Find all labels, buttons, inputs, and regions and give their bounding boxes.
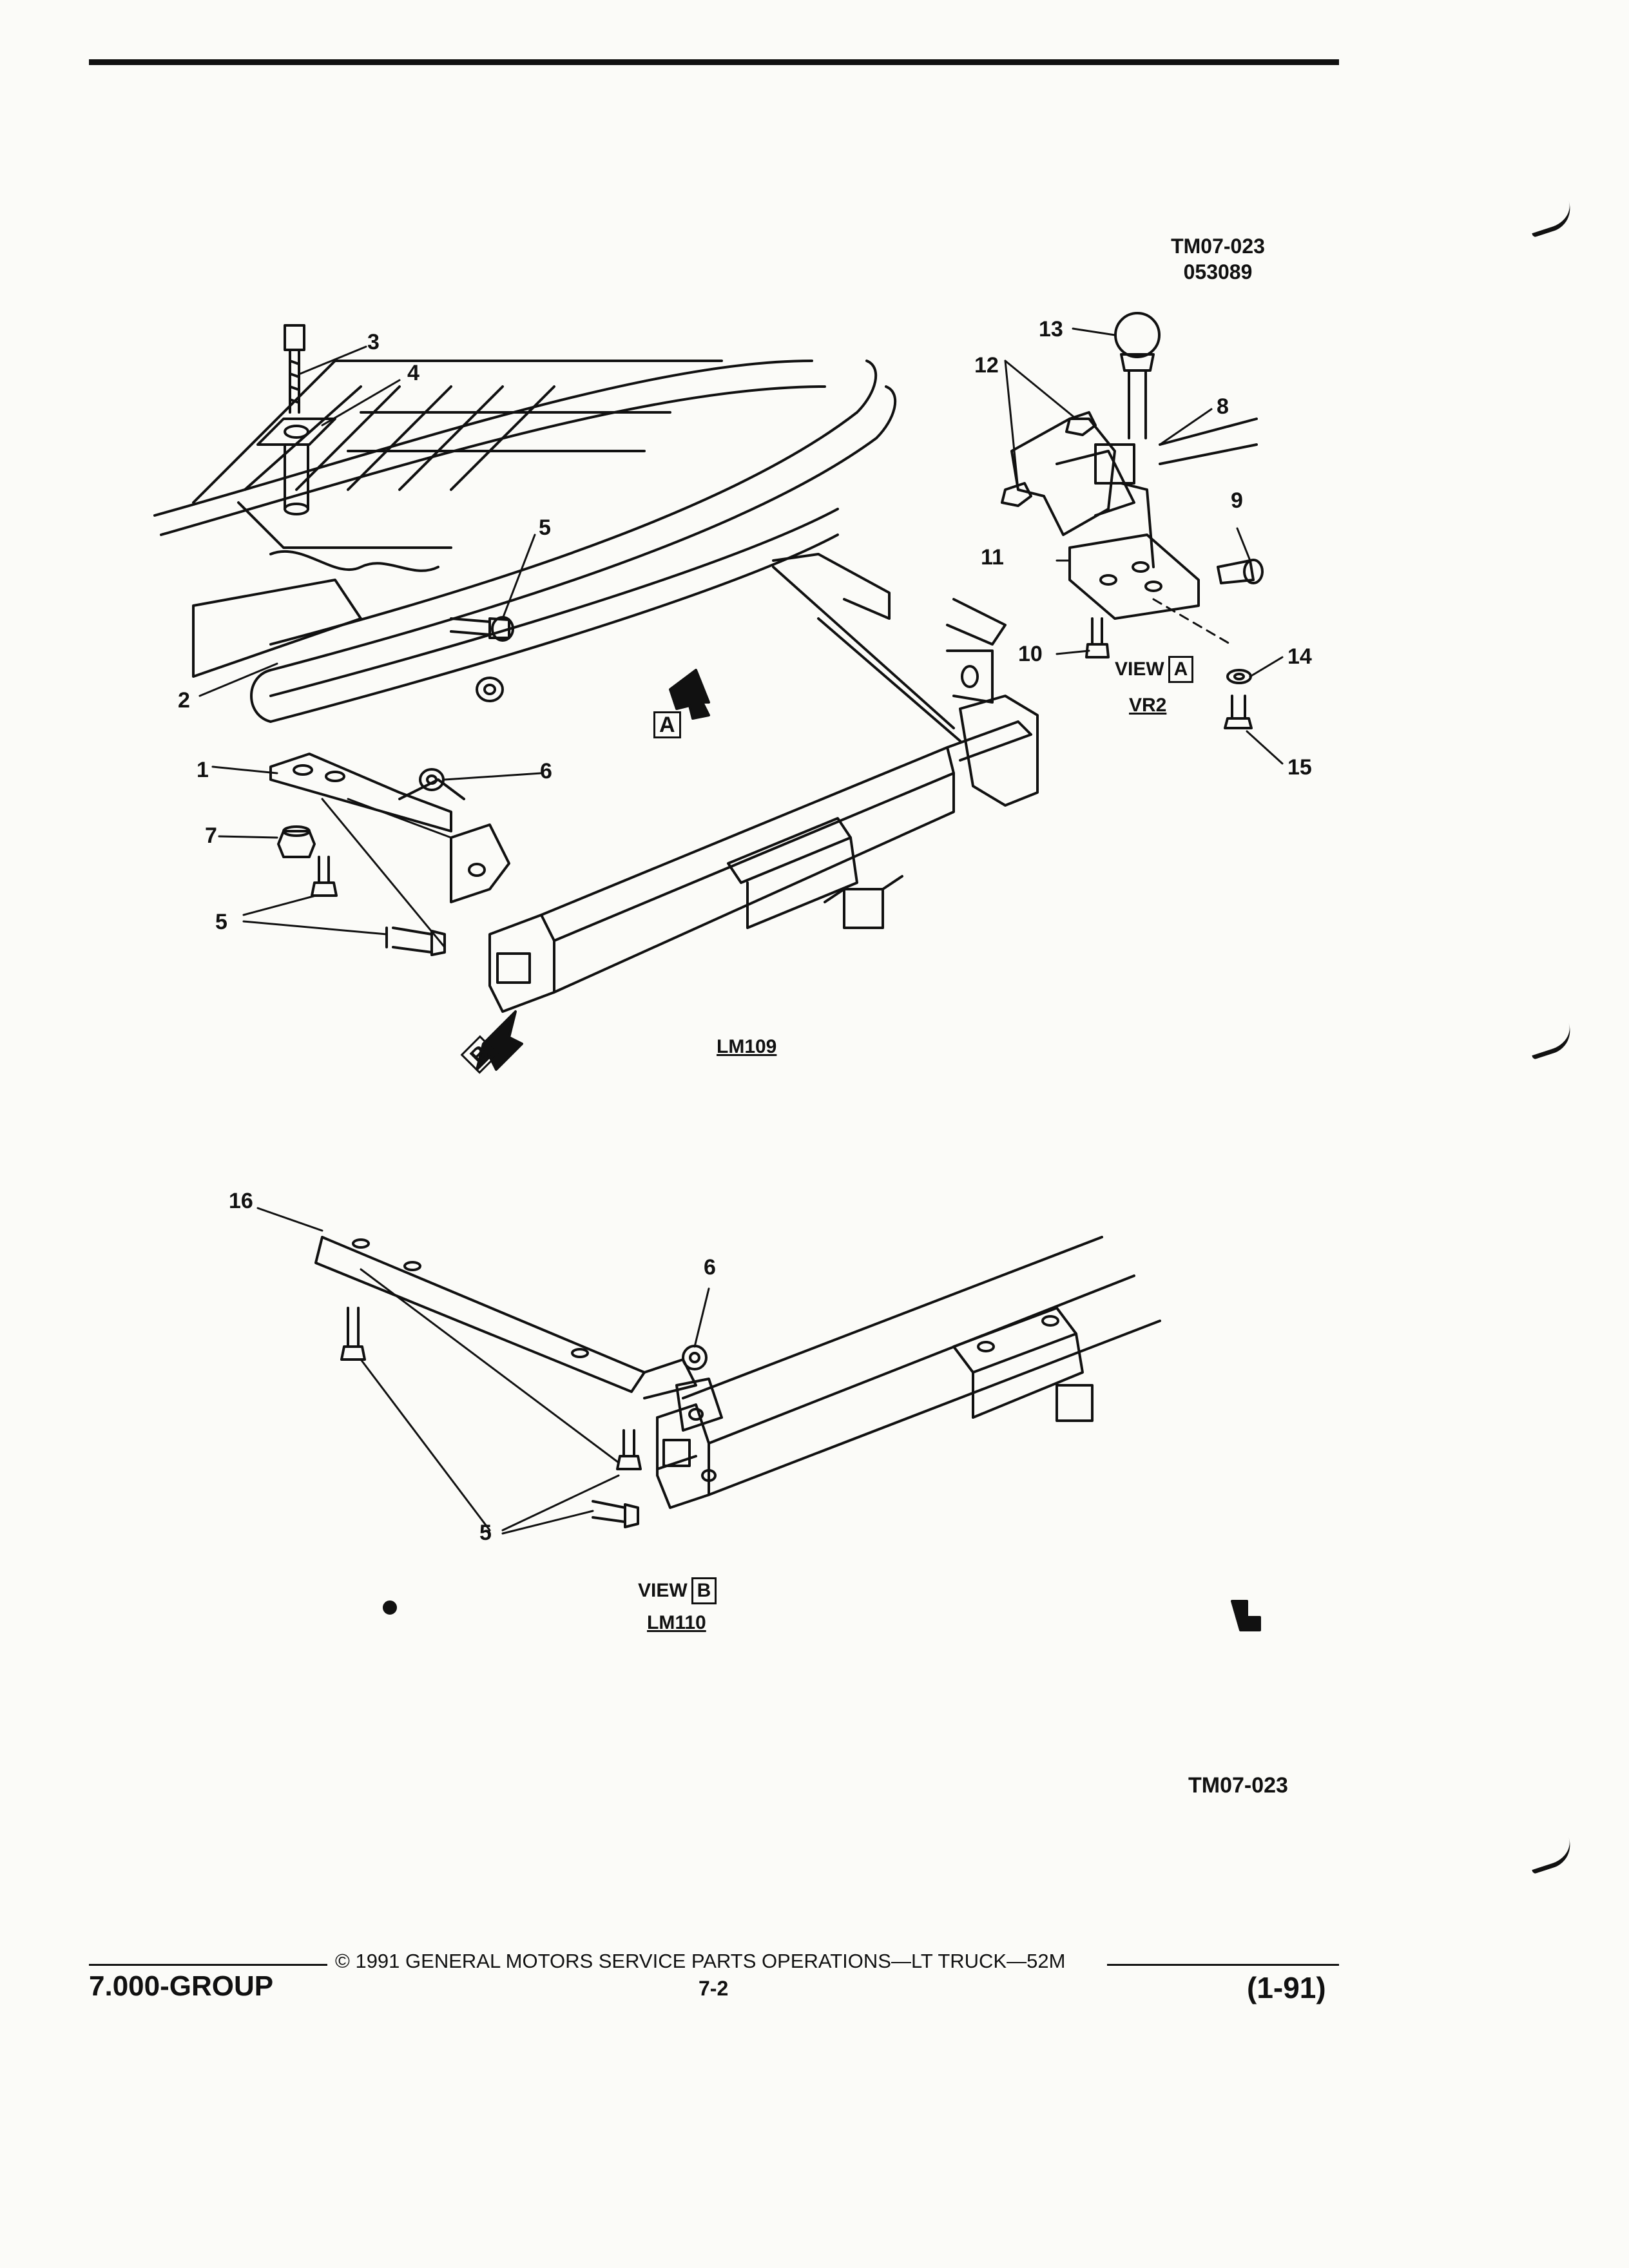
- bolt-5-lower: [311, 856, 446, 956]
- callout-15: 15: [1287, 755, 1312, 780]
- hitch-ball-13: [1114, 312, 1161, 439]
- stray-symbols: [383, 1600, 1261, 1631]
- rear-bumper: [250, 360, 897, 723]
- footer-date: (1-91): [1247, 1971, 1326, 2004]
- leader-lines-view-b: [256, 1207, 710, 1535]
- callout-6-view-b: 6: [704, 1255, 716, 1280]
- view-a-word: VIEW: [1115, 658, 1164, 680]
- view-b-code: LM110: [647, 1612, 706, 1633]
- leader-lines-upper: [198, 345, 543, 948]
- callout-12: 12: [974, 353, 999, 378]
- callout-8: 8: [1217, 394, 1229, 419]
- view-b-word: VIEW: [638, 1580, 688, 1601]
- nut-6-upper: [419, 677, 504, 791]
- callout-5-view-b: 5: [479, 1521, 492, 1545]
- footer-page-number: 7-2: [699, 1977, 729, 2000]
- callout-3: 3: [367, 330, 380, 354]
- figure-date: 053089: [1183, 260, 1253, 284]
- view-b-letter: B: [691, 1577, 717, 1604]
- marker-a-letter: A: [653, 711, 681, 738]
- view-a-code: VR2: [1129, 695, 1167, 716]
- leader-lines-view-a: [1004, 327, 1284, 765]
- view-a-letter: A: [1168, 656, 1194, 683]
- arrow-b: [476, 1010, 523, 1071]
- callout-5-upper: 5: [539, 515, 551, 540]
- top-rule: [89, 59, 1339, 65]
- footer-copyright: © 1991 GENERAL MOTORS SERVICE PARTS OPER…: [335, 1950, 1066, 1972]
- bolt-9: [1217, 559, 1264, 584]
- callout-9: 9: [1231, 488, 1243, 513]
- callout-7: 7: [205, 823, 217, 848]
- nuts-12: [1001, 411, 1097, 507]
- washer-14: [1226, 669, 1252, 684]
- hitch-receiver: [450, 553, 1039, 1013]
- callout-1: 1: [197, 758, 209, 782]
- footer-group: 7.000-GROUP: [89, 1970, 274, 2002]
- callout-16: 16: [229, 1189, 253, 1213]
- bolt-3: [284, 324, 305, 414]
- figure-code: TM07-023: [1171, 235, 1265, 258]
- view-a-ball-mount: [1010, 418, 1258, 620]
- bolt-15: [1224, 695, 1253, 729]
- view-b-hitch-frame: [314, 1236, 1161, 1509]
- view-b-bolts: [340, 1307, 708, 1528]
- spacer-4: [256, 418, 336, 515]
- footer-rule-left: [89, 1964, 327, 1966]
- callout-13: 13: [1039, 317, 1063, 341]
- callout-5-lower: 5: [215, 910, 227, 934]
- nut-7: [277, 825, 316, 858]
- callout-11: 11: [981, 545, 1004, 570]
- callout-4: 4: [407, 361, 419, 385]
- diagram-code-upper: LM109: [717, 1036, 777, 1057]
- footer-rule-right: [1107, 1964, 1339, 1966]
- mount-bracket-1: [269, 753, 465, 832]
- callout-10: 10: [1018, 642, 1043, 666]
- figure-code-header: TM07-023 053089: [1147, 233, 1289, 285]
- vehicle-rear-body: [153, 360, 826, 678]
- callout-2: 2: [178, 688, 190, 713]
- bolt-10: [1085, 617, 1110, 658]
- bottom-figure-code: TM07-023: [1188, 1773, 1288, 1798]
- callout-14: 14: [1287, 644, 1312, 669]
- arrow-a: [669, 669, 710, 720]
- marker-a: A: [650, 711, 681, 738]
- callout-6-upper: 6: [540, 759, 552, 783]
